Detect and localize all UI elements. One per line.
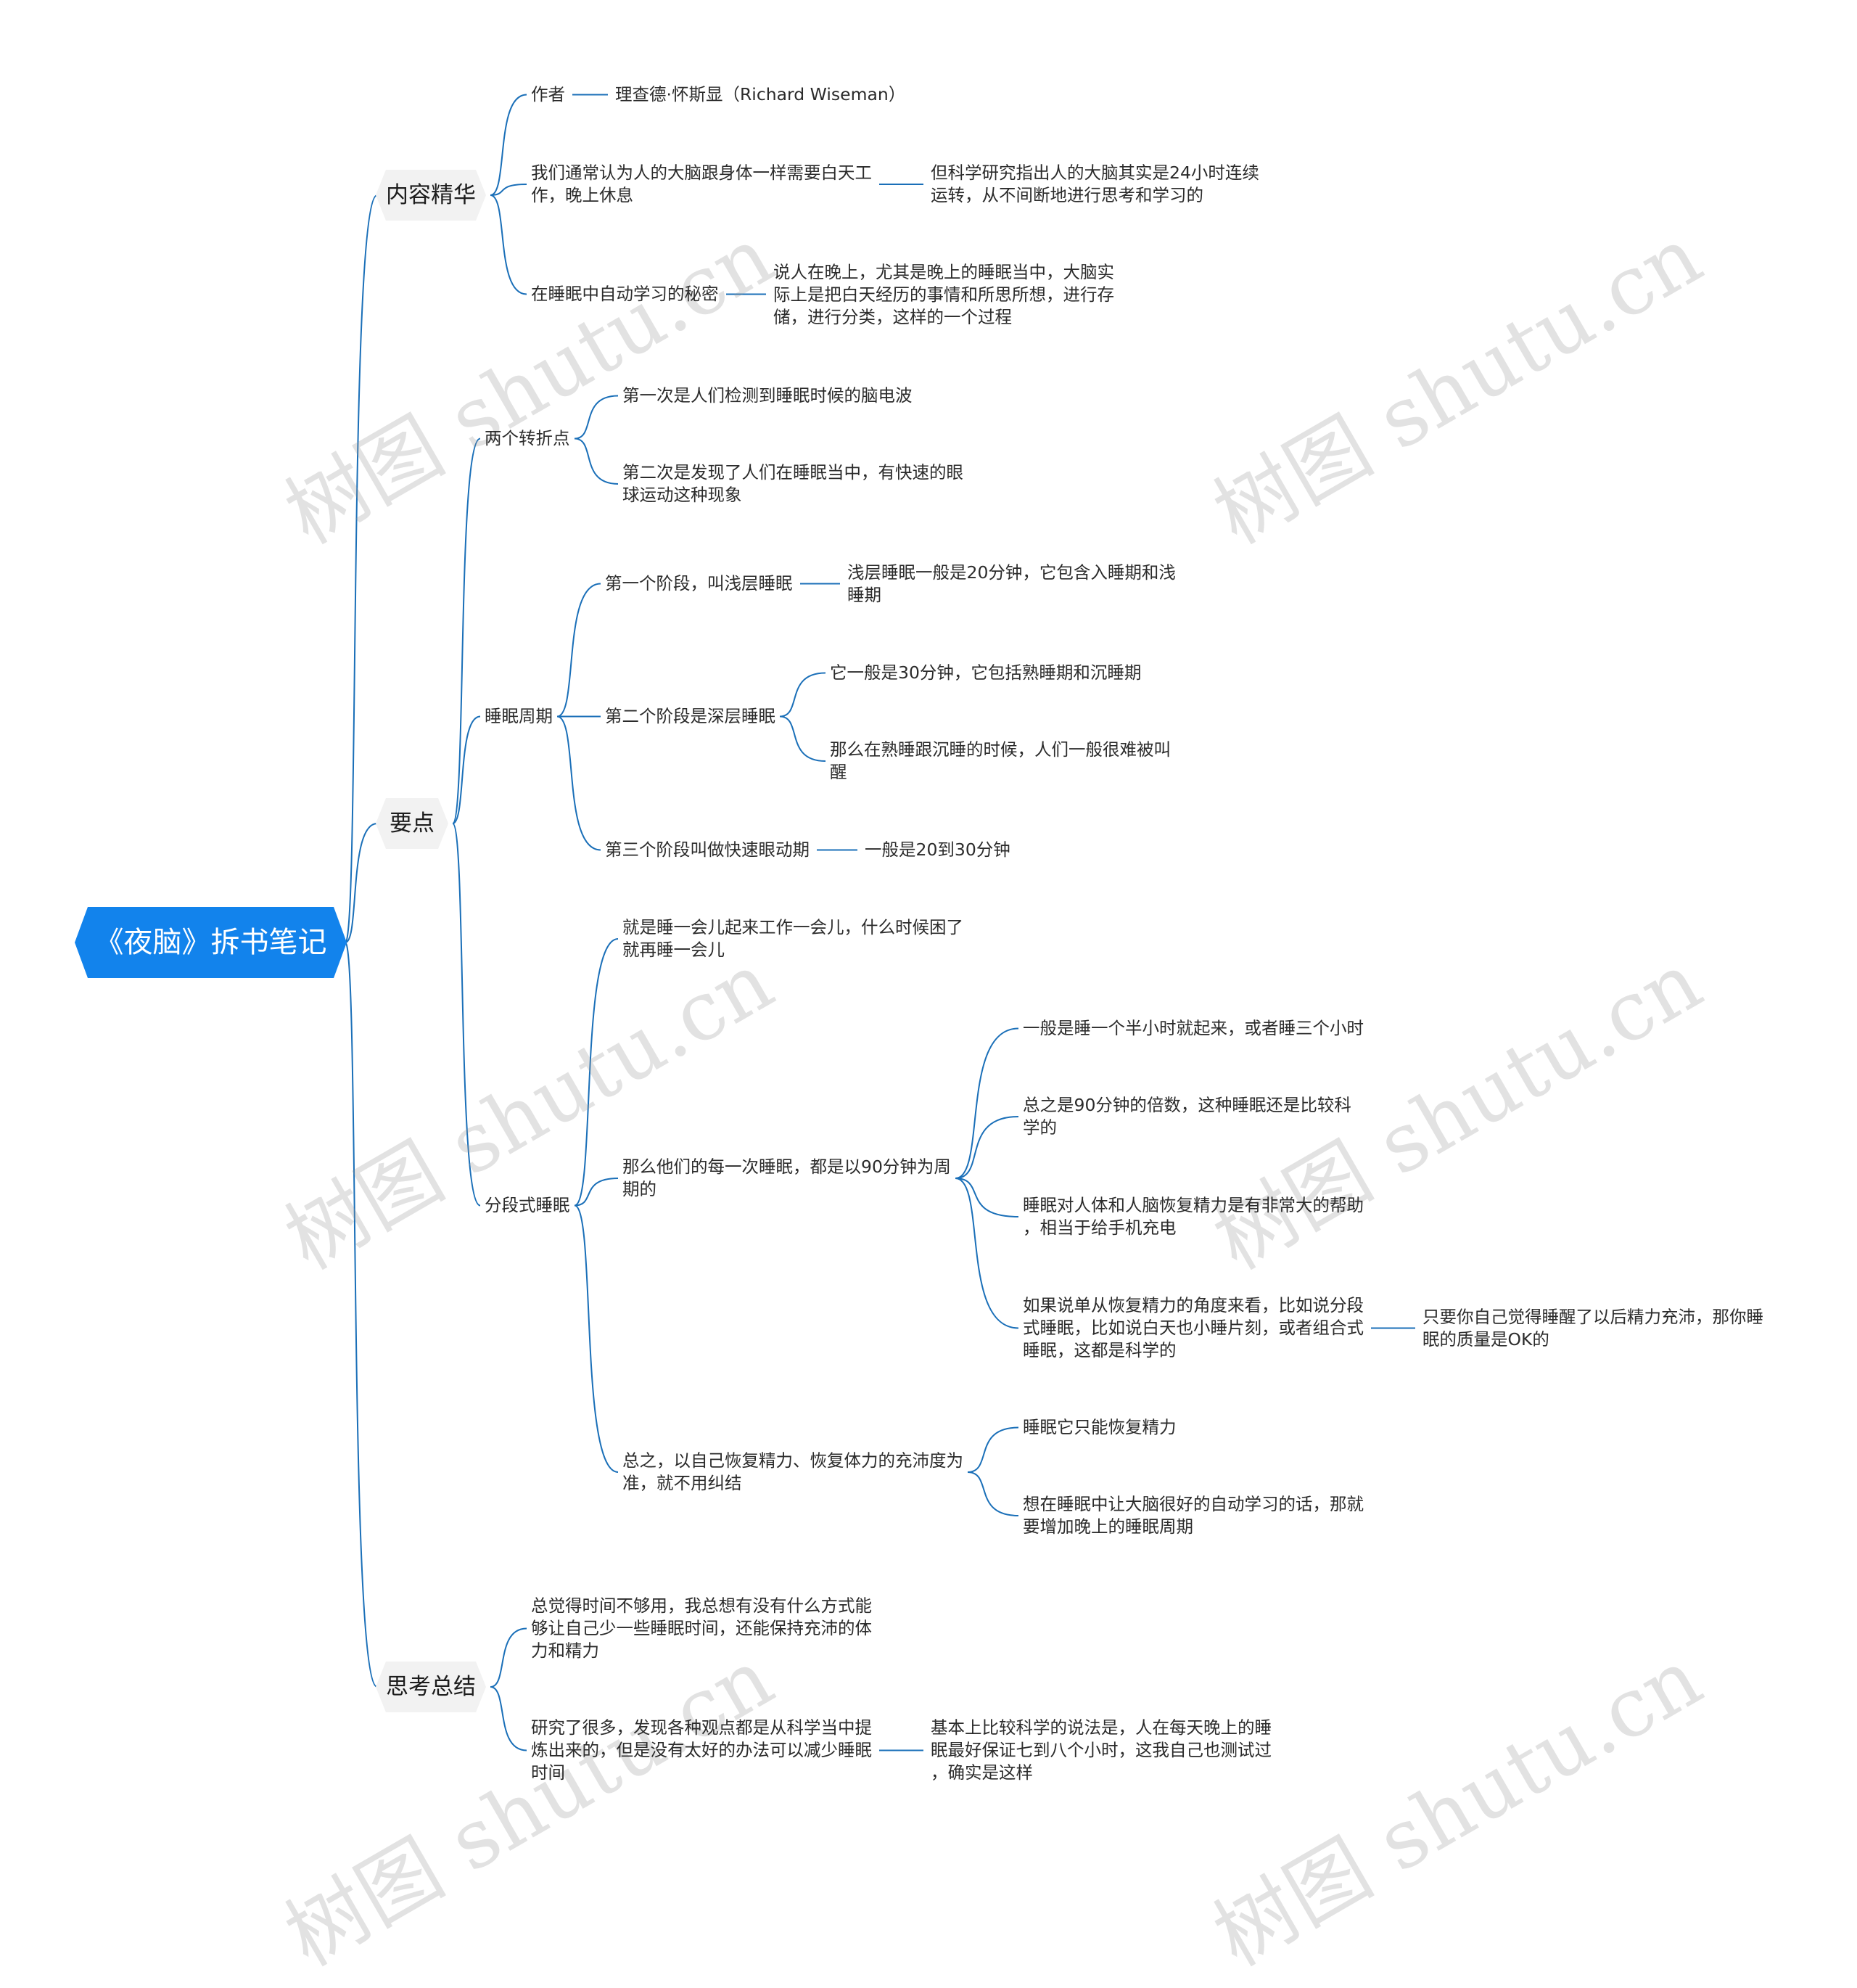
node-thinking-2[interactable]: 研究了很多，发现各种观点都是从科学当中提 炼出来的，但是没有太好的办法可以减少睡… bbox=[531, 1717, 872, 1783]
node-sleep-cycle[interactable]: 睡眠周期 bbox=[485, 706, 553, 726]
node-ninety-d-detail[interactable]: 只要你自己觉得睡醒了以后精力充沛，那你睡 眠的质量是OK的 bbox=[1422, 1307, 1763, 1350]
node-stage-1-detail[interactable]: 浅层睡眠一般是20分钟，它包含入睡期和浅 睡期 bbox=[847, 562, 1176, 605]
tree-link bbox=[574, 438, 619, 485]
tree-link bbox=[490, 1627, 527, 1688]
node-two-turning-points[interactable]: 两个转折点 bbox=[485, 428, 570, 448]
node-sleep-learning-secret[interactable]: 在睡眠中自动学习的秘密 bbox=[531, 284, 719, 304]
tree-link bbox=[556, 583, 601, 718]
tree-link bbox=[574, 938, 619, 1207]
tree-link bbox=[955, 1178, 1019, 1329]
node-turning-second[interactable]: 第二次是发现了人们在睡眠当中，有快速的眼 球运动这种现象 bbox=[622, 462, 963, 505]
node-stage-1[interactable]: 第一个阶段，叫浅层睡眠 bbox=[605, 573, 793, 593]
node-ninety-a[interactable]: 一般是睡一个半小时就起来，或者睡三个小时 bbox=[1023, 1018, 1364, 1038]
tree-link bbox=[490, 94, 527, 196]
tree-link bbox=[967, 1471, 1019, 1516]
node-stage-2-detail-2[interactable]: 那么在熟睡跟沉睡的时候，人们一般很难被叫 醒 bbox=[830, 739, 1171, 782]
tree-link bbox=[574, 1178, 619, 1207]
tree-link bbox=[955, 1116, 1019, 1179]
node-ninety-c[interactable]: 睡眠对人体和人脑恢复精力是有非常大的帮助 ，相当于给手机充电 bbox=[1023, 1195, 1364, 1238]
node-ninety-d[interactable]: 如果说单从恢复精力的角度来看，比如说分段 式睡眠，比如说白天也小睡片刻，或者组合… bbox=[1023, 1295, 1364, 1360]
tree-link bbox=[955, 1178, 1019, 1217]
tree-link bbox=[779, 672, 826, 718]
tree-link bbox=[955, 1027, 1019, 1179]
node-stage-3[interactable]: 第三个阶段叫做快速眼动期 bbox=[605, 839, 810, 860]
node-segmented-sleep[interactable]: 分段式睡眠 bbox=[485, 1195, 570, 1215]
node-sleep-learning-detail[interactable]: 说人在晚上，尤其是晚上的睡眠当中，大脑实 际上是把白天经历的事情和所思所想，进行… bbox=[773, 262, 1114, 327]
node-stage-2[interactable]: 第二个阶段是深层睡眠 bbox=[605, 706, 775, 726]
node-thinking-2-detail[interactable]: 基本上比较科学的说法是，人在每天晚上的睡 眠最好保证七到八个小时，这我自己也测试… bbox=[931, 1717, 1272, 1783]
tree-link bbox=[967, 1426, 1019, 1473]
tree-link bbox=[556, 715, 601, 851]
node-segmented-definition[interactable]: 就是睡一会儿起来工作一会儿，什么时候困了 就再睡一会儿 bbox=[622, 917, 963, 960]
node-belief-fact[interactable]: 但科学研究指出人的大脑其实是24小时连续 运转，从不间断地进行思考和学习的 bbox=[931, 163, 1259, 205]
node-author-name[interactable]: 理查德·怀斯显（Richard Wiseman） bbox=[615, 84, 906, 104]
tree-link bbox=[452, 823, 481, 1207]
tree-link bbox=[574, 395, 619, 440]
tree-link bbox=[452, 715, 481, 824]
root-topic[interactable]: 《夜脑》拆书笔记 bbox=[75, 907, 347, 978]
node-turning-first[interactable]: 第一次是人们检测到睡眠时候的脑电波 bbox=[622, 385, 913, 406]
root-link bbox=[345, 194, 378, 943]
branch-key-points[interactable]: 要点 bbox=[376, 798, 448, 849]
node-summary-a[interactable]: 睡眠它只能恢复精力 bbox=[1023, 1417, 1177, 1437]
node-summary-b[interactable]: 想在睡眠中让大脑很好的自动学习的话，那就 要增加晚上的睡眠周期 bbox=[1023, 1494, 1364, 1537]
tree-link bbox=[452, 438, 481, 824]
branch-reflection[interactable]: 思考总结 bbox=[376, 1662, 486, 1712]
branch-content-highlights[interactable]: 内容精华 bbox=[376, 170, 486, 221]
node-stage-3-detail[interactable]: 一般是20到30分钟 bbox=[865, 839, 1010, 860]
node-belief[interactable]: 我们通常认为人的大脑跟身体一样需要白天工 作，晚上休息 bbox=[531, 163, 872, 205]
node-ninety-b[interactable]: 总之是90分钟的倍数，这种睡眠还是比较科 学的 bbox=[1023, 1095, 1351, 1138]
node-segmented-summary[interactable]: 总之，以自己恢复精力、恢复体力的充沛度为 准，就不用纠结 bbox=[622, 1450, 963, 1493]
node-thinking-1[interactable]: 总觉得时间不够用，我总想有没有什么方式能 够让自己少一些睡眠时间，还能保持充沛的… bbox=[531, 1595, 872, 1661]
root-link bbox=[345, 823, 378, 943]
tree-link bbox=[574, 1204, 619, 1473]
connector-lines bbox=[345, 94, 1415, 1751]
tree-link bbox=[490, 184, 527, 196]
tree-link bbox=[779, 715, 826, 762]
node-ninety-minute-cycle[interactable]: 那么他们的每一次睡眠，都是以90分钟为周 期的 bbox=[622, 1157, 951, 1199]
node-stage-2-detail-1[interactable]: 它一般是30分钟，它包括熟睡期和沉睡期 bbox=[830, 662, 1142, 683]
tree-link bbox=[490, 1686, 527, 1751]
root-link bbox=[345, 942, 378, 1688]
node-author-label[interactable]: 作者 bbox=[531, 84, 565, 104]
tree-link bbox=[490, 194, 527, 295]
